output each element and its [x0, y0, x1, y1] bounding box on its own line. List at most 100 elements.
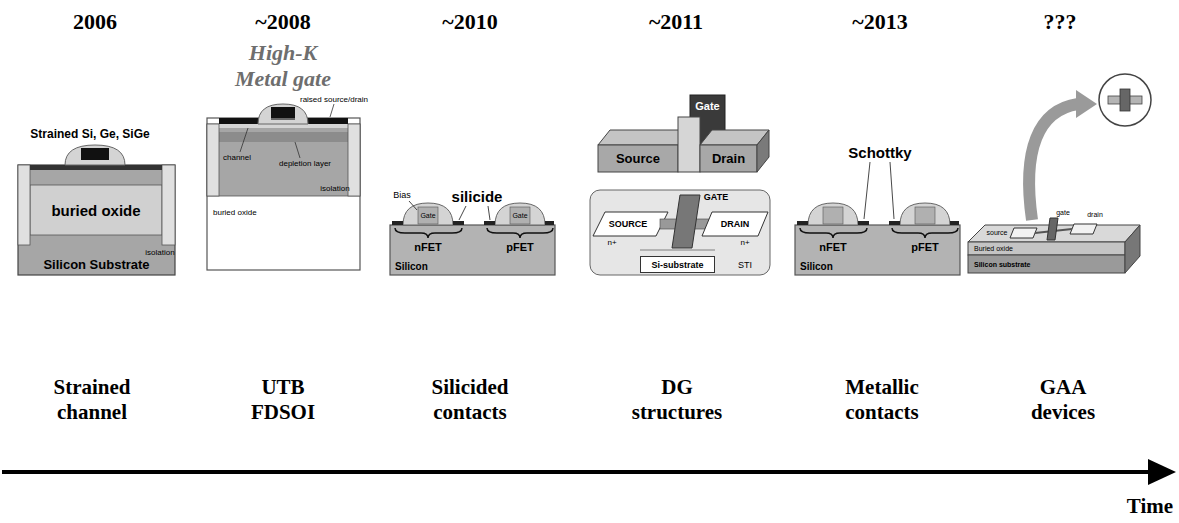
oxide-band: [30, 185, 162, 235]
layer-label: Silicon: [800, 261, 833, 272]
gate-spacer: [495, 203, 545, 225]
axis-label: Time: [1127, 494, 1173, 519]
strained-layer: [30, 165, 162, 170]
doping-label: n+: [740, 238, 749, 247]
gate-electrode: [81, 148, 109, 160]
zoom-arrow: [1029, 104, 1078, 220]
zoom-arrowhead: [1076, 90, 1097, 118]
oxide-layer: buried oxide: [30, 185, 162, 235]
brace: [892, 228, 958, 238]
raised-source-drain: [305, 118, 348, 124]
leader-line: [330, 104, 334, 117]
metal-contact: [950, 221, 959, 225]
oxide-layer: buried oxide: [207, 196, 360, 270]
device-body: [590, 190, 770, 275]
layer-label: Silicon Substrate: [43, 257, 149, 272]
gate-spacer: [900, 203, 950, 225]
callout-label: Schottky: [848, 144, 911, 161]
isolation-trench: [348, 124, 360, 196]
drain-pad: [702, 212, 768, 236]
substrate-front-face: [968, 255, 1125, 273]
isolation-trench: [18, 165, 30, 245]
wafer-block: [207, 118, 360, 270]
technology-name: Silicided contacts: [415, 375, 525, 425]
callout-label: STI: [738, 260, 752, 270]
leader-line: [459, 206, 466, 220]
silicon-block: [795, 225, 960, 275]
drain-pad: [1070, 224, 1097, 234]
terminal-label: GATE: [704, 192, 728, 202]
device-type-label: nFET: [819, 241, 847, 253]
gate-ring: [1120, 89, 1130, 111]
callout-label: Bias: [393, 190, 411, 200]
technology-name: UTB FDSOI: [243, 375, 323, 425]
layer-label: Gate: [695, 100, 719, 112]
brace: [487, 228, 553, 238]
silicide-strip: [392, 221, 403, 225]
substrate-layer: Silicon Substrate buried oxide: [18, 165, 175, 275]
layer-label: Silicon substrate: [974, 261, 1030, 268]
leader-line: [864, 162, 870, 219]
substrate-layer: Silicon substrate: [968, 255, 1125, 273]
technology-note: High-K Metal gate: [221, 40, 346, 92]
source-pad: [593, 212, 668, 236]
doping-label: n+: [607, 238, 616, 247]
terminal-label: gate: [1056, 209, 1070, 216]
drain-block: Drain: [700, 145, 757, 172]
year-label: ~2011: [649, 9, 703, 35]
depletion-band: [219, 132, 348, 142]
gate-spacer: [808, 203, 858, 225]
source-pad: [1010, 228, 1037, 238]
technology-name: GAA devices: [1018, 375, 1108, 425]
technology-name: Metallic contacts: [827, 375, 937, 425]
callout-label: isolation: [320, 184, 349, 193]
silicon-film: [207, 124, 360, 196]
isolation-trench: [162, 165, 175, 245]
callout-label: raised source/drain: [300, 95, 368, 104]
technology-name: Strained channel: [32, 375, 152, 425]
gate-label: Gate: [420, 212, 435, 219]
layer-label: Drain: [712, 151, 745, 166]
channel-layer: [219, 124, 348, 128]
gate-block: Gate: [690, 95, 725, 117]
callout-label: channel: [223, 153, 251, 162]
year-label: ~2013: [852, 9, 907, 35]
time-arrowhead: [1148, 459, 1176, 485]
gate-spacer: [258, 104, 308, 124]
year-label: ~2008: [255, 9, 310, 35]
wrap-gate: [672, 195, 700, 248]
magnifier-circle: [1099, 74, 1151, 126]
gate-electrode: [271, 107, 295, 118]
leader-line: [488, 206, 490, 220]
gate-spacer: [403, 203, 453, 225]
gate-spacer: [65, 145, 125, 165]
source-front-face: [598, 145, 678, 172]
drain-front-face: [700, 145, 757, 172]
silicide-strip: [484, 221, 495, 225]
metal-contact: [858, 221, 869, 225]
brace: [395, 228, 462, 238]
silicide-strip: [453, 221, 464, 225]
substrate-edge: [640, 250, 715, 251]
oxide-front-face: [968, 242, 1125, 255]
substrate-box: Si-substrate: [640, 256, 715, 273]
layer-label: Buried oxide: [974, 245, 1013, 252]
layer-label: Si-substrate: [651, 260, 703, 270]
gate-bar: [1047, 218, 1058, 240]
raised-source-drain: [219, 118, 262, 124]
year-label: ???: [1044, 9, 1077, 35]
terminal-label: SOURCE: [609, 219, 648, 229]
callout-label: Strained Si, Ge, SiGe: [30, 127, 149, 141]
gate-electrode: [823, 207, 843, 224]
technology-name: DG structures: [622, 375, 732, 425]
year-label: ~2010: [442, 9, 497, 35]
callout-label: isolation: [145, 248, 174, 257]
terminal-label: drain: [1087, 211, 1103, 218]
drain-side-face: [757, 130, 769, 172]
time-axis: [2, 470, 1152, 474]
gate-label: Gate: [512, 212, 527, 219]
layer-label: buried oxide: [51, 202, 140, 219]
device-type-label: pFET: [911, 241, 939, 253]
gate-electrode: [915, 207, 935, 224]
